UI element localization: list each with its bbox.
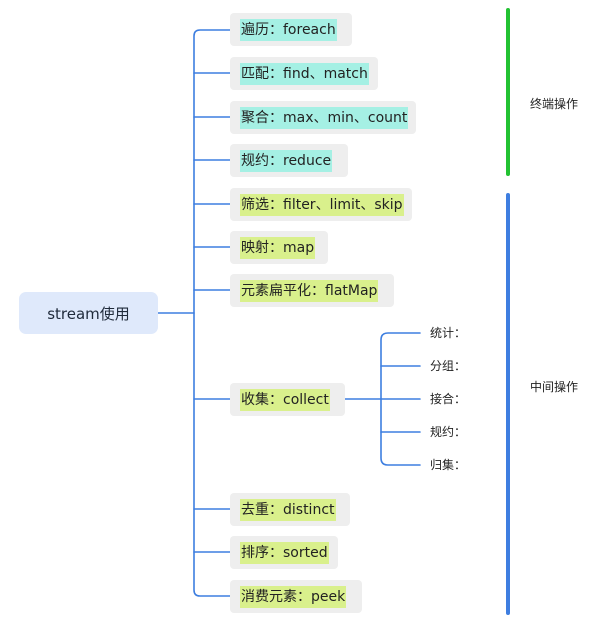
collect-child-joining[interactable]: 接合： xyxy=(430,392,467,406)
node-find-match[interactable]: 匹配：find、match xyxy=(230,57,378,90)
terminal-group-bar xyxy=(506,8,510,176)
node-flatmap[interactable]: 元素扁平化：flatMap xyxy=(230,274,394,307)
node-label: 遍历：foreach xyxy=(240,18,337,41)
node-max-min-count[interactable]: 聚合：max、min、count xyxy=(230,101,416,134)
node-foreach[interactable]: 遍历：foreach xyxy=(230,13,352,46)
root-node[interactable]: stream使用 xyxy=(19,292,158,334)
node-label: 消费元素：peek xyxy=(240,585,347,608)
terminal-group-label: 终端操作 xyxy=(530,97,579,111)
node-label: 去重：distinct xyxy=(240,498,336,521)
node-label: 匹配：find、match xyxy=(240,62,369,85)
collect-child-collecting[interactable]: 归集： xyxy=(430,458,467,472)
node-label: 映射：map xyxy=(240,236,316,259)
node-distinct[interactable]: 去重：distinct xyxy=(230,493,350,526)
node-label: 规约：reduce xyxy=(240,149,333,172)
collect-child-reducing[interactable]: 规约： xyxy=(430,425,467,439)
node-sorted[interactable]: 排序：sorted xyxy=(230,536,338,569)
node-map[interactable]: 映射：map xyxy=(230,231,328,264)
node-collect[interactable]: 收集：collect xyxy=(230,383,345,416)
node-label: 聚合：max、min、count xyxy=(240,106,409,129)
node-reduce[interactable]: 规约：reduce xyxy=(230,144,348,177)
node-label: 收集：collect xyxy=(240,388,330,411)
intermediate-group-bar xyxy=(506,193,510,615)
collect-child-statistics[interactable]: 统计： xyxy=(430,326,467,340)
node-peek[interactable]: 消费元素：peek xyxy=(230,580,362,613)
node-label: 排序：sorted xyxy=(240,541,329,564)
node-label: 筛选：filter、limit、skip xyxy=(240,193,404,216)
intermediate-group-label: 中间操作 xyxy=(530,380,579,394)
collect-child-grouping[interactable]: 分组： xyxy=(430,359,467,373)
node-filter-limit-skip[interactable]: 筛选：filter、limit、skip xyxy=(230,188,412,221)
root-label: stream使用 xyxy=(47,304,130,323)
node-label: 元素扁平化：flatMap xyxy=(240,279,379,302)
